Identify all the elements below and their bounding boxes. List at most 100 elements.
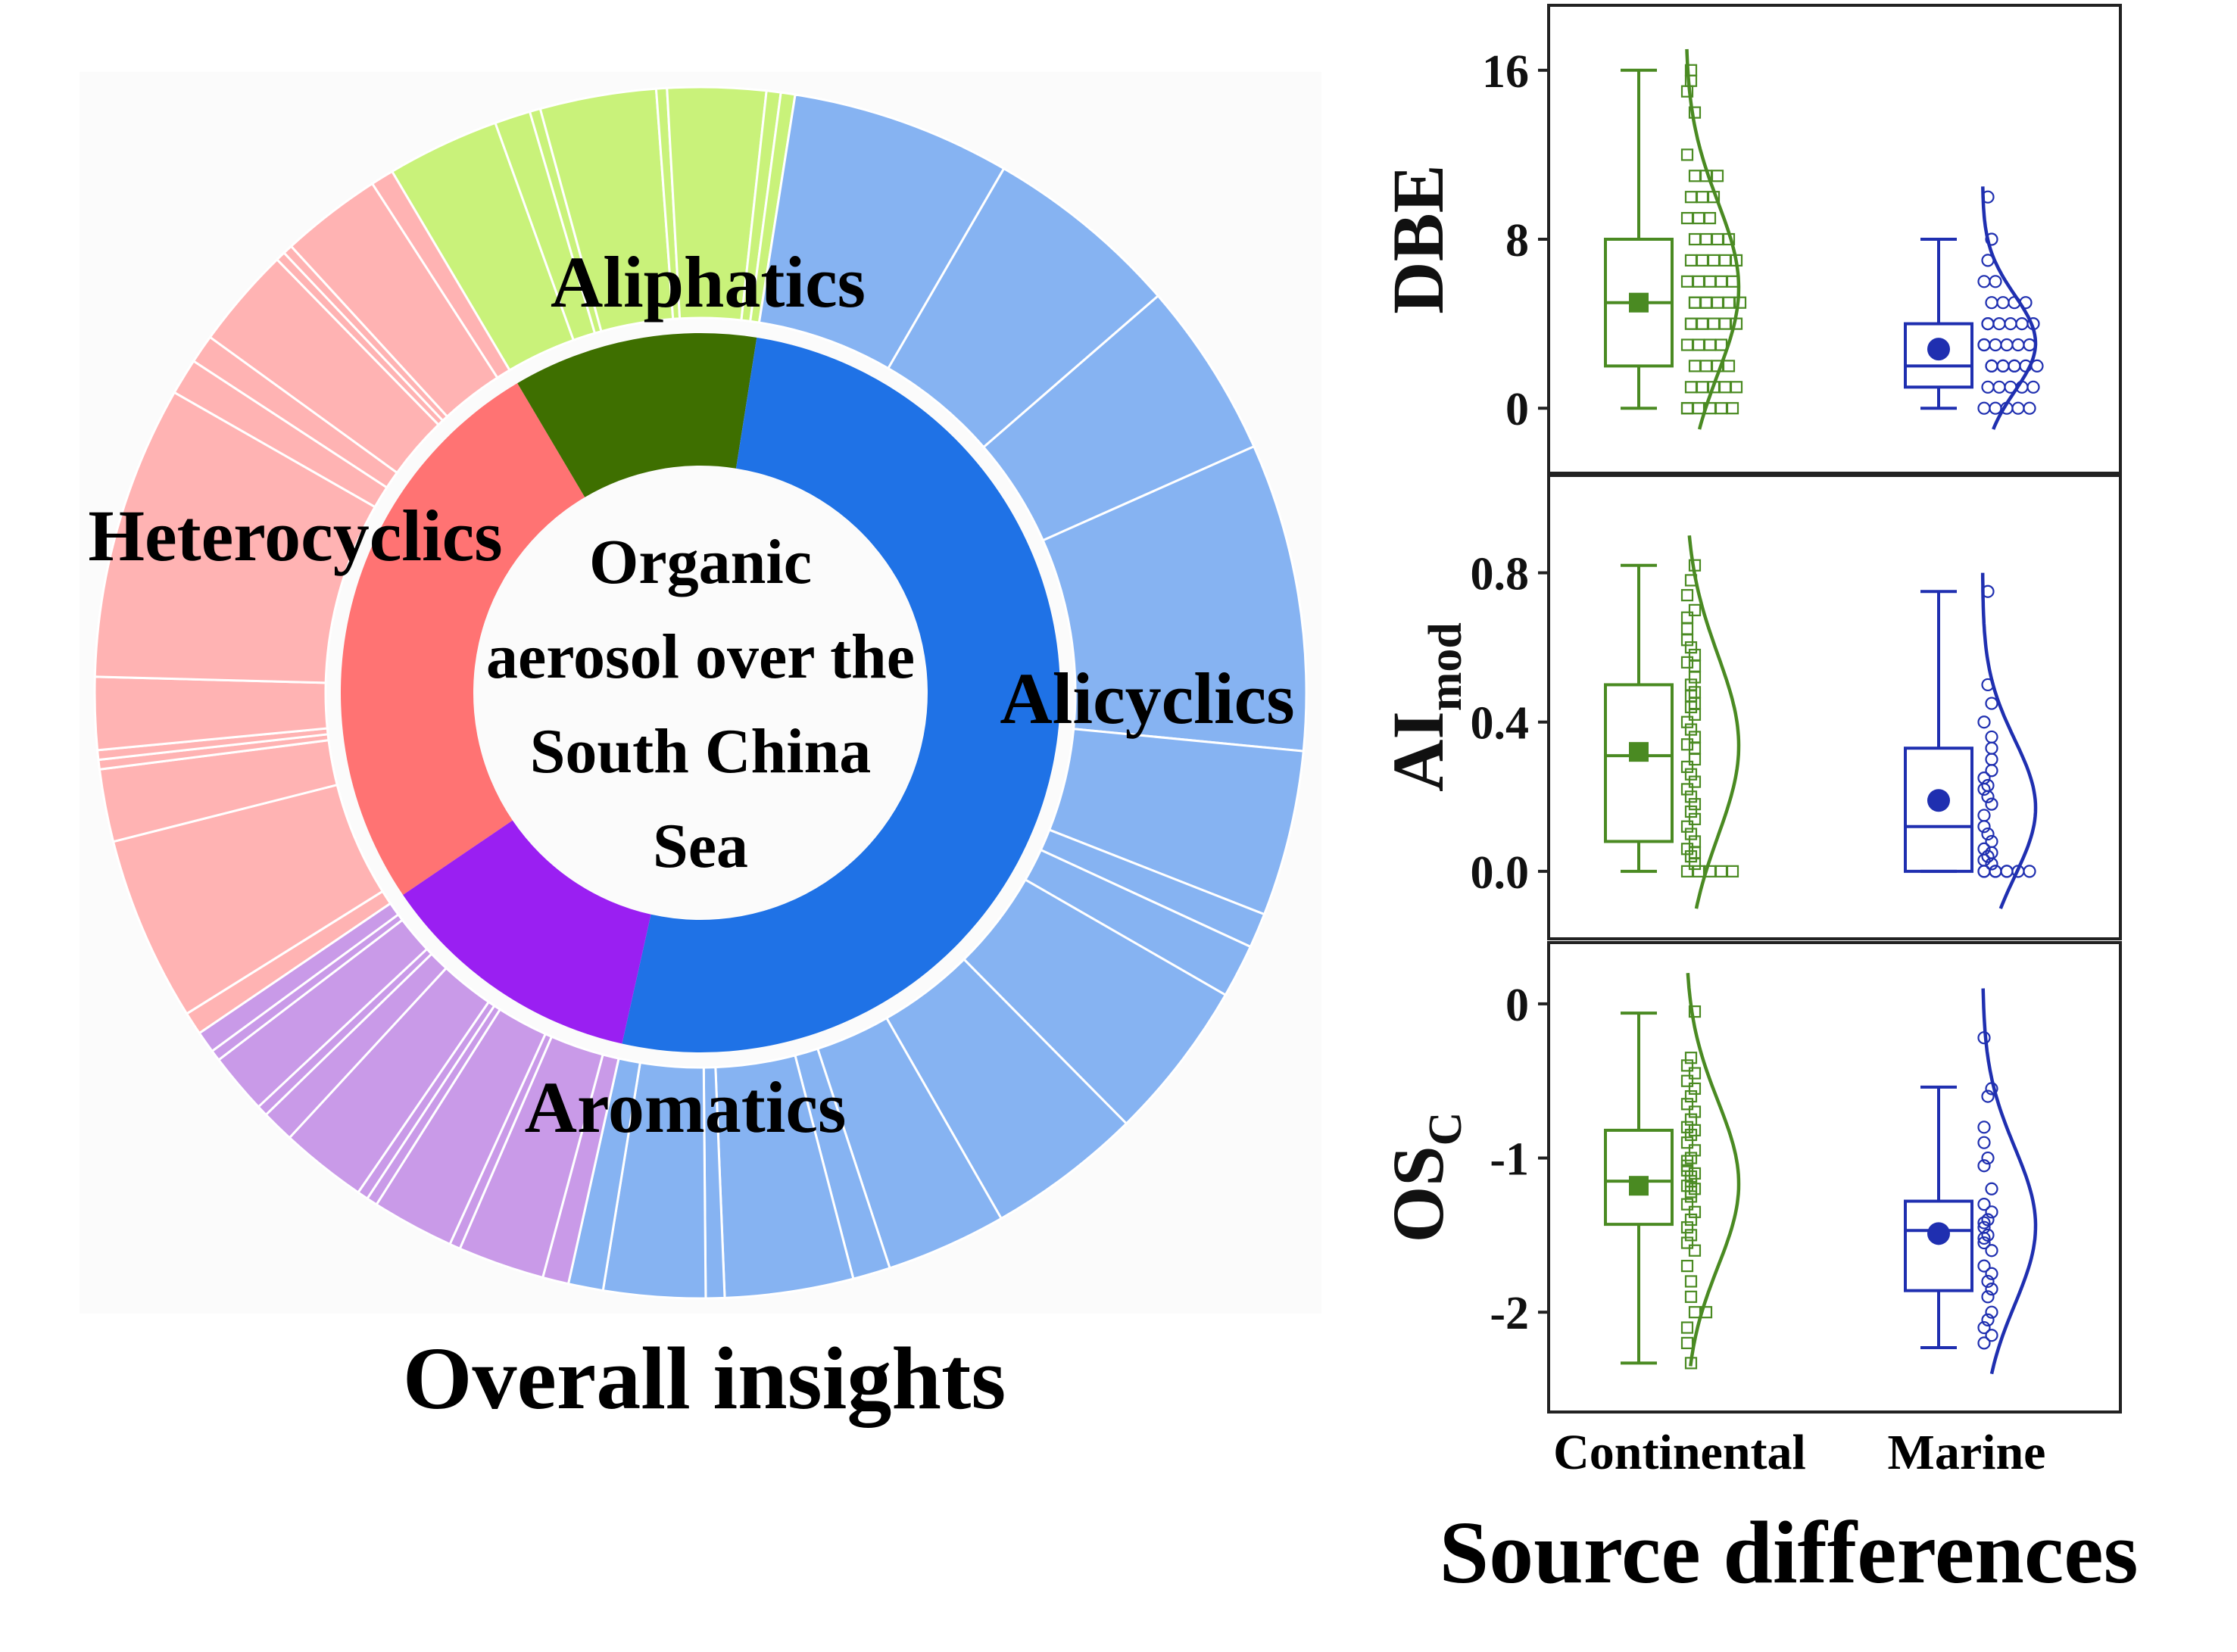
inner-segment-aliphatics bbox=[341, 383, 585, 895]
data-point bbox=[1684, 317, 1698, 330]
data-point bbox=[1977, 275, 1991, 288]
data-point bbox=[1684, 700, 1698, 714]
data-point bbox=[1718, 254, 1732, 267]
data-point bbox=[1992, 380, 2006, 394]
data-point bbox=[1692, 865, 1705, 877]
data-point bbox=[1985, 359, 1998, 372]
panel-frame-AImod bbox=[1547, 474, 2122, 940]
mean-marker bbox=[1629, 292, 1649, 313]
data-point bbox=[1977, 1336, 1991, 1350]
data-point bbox=[1688, 603, 1702, 616]
data-point bbox=[1680, 1236, 1694, 1249]
data-point bbox=[1985, 857, 1998, 871]
data-point bbox=[2000, 338, 2014, 352]
data-point bbox=[1977, 809, 1991, 822]
data-point bbox=[1981, 1089, 1995, 1103]
data-point bbox=[1692, 212, 1705, 225]
ylabel-DBE: DBE bbox=[1377, 164, 1459, 313]
data-point bbox=[1977, 338, 1991, 352]
data-point bbox=[1688, 742, 1702, 755]
data-point bbox=[1684, 678, 1698, 691]
data-point bbox=[1684, 1290, 1698, 1303]
xtick-continental: Continental bbox=[1553, 1425, 1806, 1480]
data-point bbox=[1718, 317, 1732, 330]
ytick-label: 0.4 bbox=[1471, 698, 1530, 750]
data-point bbox=[1688, 1105, 1702, 1118]
data-point bbox=[1981, 1213, 1995, 1227]
data-point bbox=[1696, 317, 1709, 330]
data-point bbox=[2015, 317, 2029, 331]
data-point bbox=[2000, 865, 2014, 878]
mean-marker bbox=[1927, 1222, 1950, 1245]
data-point bbox=[1688, 648, 1702, 662]
data-point bbox=[1680, 1121, 1694, 1133]
data-point bbox=[1977, 865, 1991, 878]
data-point bbox=[1696, 191, 1709, 204]
data-point bbox=[1684, 1190, 1698, 1203]
data-point bbox=[1684, 1113, 1698, 1126]
data-point bbox=[1688, 686, 1702, 699]
data-point bbox=[1688, 1205, 1702, 1218]
data-point bbox=[1722, 296, 1736, 309]
data-point bbox=[1722, 360, 1736, 372]
data-point bbox=[1688, 775, 1702, 788]
data-point bbox=[1692, 338, 1705, 351]
data-point bbox=[1680, 843, 1694, 856]
data-point bbox=[1985, 1267, 1998, 1280]
ytick-label: -1 bbox=[1490, 1134, 1529, 1186]
data-point bbox=[1680, 1198, 1694, 1211]
data-point bbox=[1680, 338, 1694, 351]
data-point bbox=[1684, 1275, 1698, 1288]
data-point bbox=[1985, 1283, 1998, 1296]
data-point bbox=[1688, 1167, 1702, 1180]
label-aromatics: Aromatics bbox=[525, 1067, 847, 1148]
data-point bbox=[1977, 820, 1991, 834]
data-point bbox=[1699, 296, 1713, 309]
ylabel-subscript: mod bbox=[1420, 622, 1471, 711]
data-point bbox=[1688, 296, 1702, 309]
data-point bbox=[1977, 1236, 1991, 1250]
data-point bbox=[1688, 1244, 1702, 1257]
data-point bbox=[1730, 381, 1743, 394]
data-point bbox=[1684, 1052, 1698, 1064]
data-point bbox=[1688, 296, 1702, 309]
data-point bbox=[1684, 1229, 1698, 1242]
data-point bbox=[1703, 212, 1717, 225]
ylabel-subscript: C bbox=[1420, 1112, 1471, 1146]
inner-segment-heterocyclics bbox=[403, 820, 651, 1044]
data-point bbox=[1985, 1244, 1998, 1258]
data-point bbox=[1711, 170, 1724, 182]
data-point bbox=[1680, 1336, 1694, 1350]
data-point bbox=[1707, 254, 1721, 267]
data-point bbox=[1684, 1213, 1698, 1227]
data-point bbox=[1688, 1144, 1702, 1157]
data-point bbox=[1696, 317, 1709, 330]
data-point bbox=[2011, 401, 2025, 415]
ylabel-OSc: OSC bbox=[1377, 1112, 1471, 1243]
data-point bbox=[1696, 254, 1709, 267]
data-point bbox=[1684, 191, 1698, 204]
data-point bbox=[1726, 275, 1739, 288]
center-line-1: Organic bbox=[589, 527, 812, 597]
data-point bbox=[1985, 232, 1998, 246]
box-marine bbox=[1904, 747, 1973, 873]
sunburst-chart bbox=[93, 86, 1308, 1300]
caption-overall-insights: Overall insights bbox=[403, 1329, 1006, 1428]
data-point bbox=[1699, 296, 1713, 309]
data-point bbox=[1680, 622, 1694, 635]
mean-marker bbox=[1629, 1176, 1649, 1196]
data-point bbox=[2011, 338, 2025, 352]
data-point bbox=[1981, 1290, 1995, 1304]
data-point bbox=[1981, 790, 1995, 803]
data-point bbox=[1684, 317, 1698, 330]
label-alicyclics: Alicyclics bbox=[1000, 658, 1294, 739]
data-point bbox=[1684, 1128, 1698, 1142]
data-point bbox=[1977, 715, 1991, 729]
category-labels: Aliphatics Alicyclics Aromatics Heterocy… bbox=[88, 242, 1294, 1148]
data-point bbox=[1703, 275, 1717, 288]
data-point bbox=[1680, 1059, 1694, 1072]
data-point bbox=[1707, 317, 1721, 330]
data-point bbox=[1684, 805, 1698, 818]
data-point bbox=[1688, 659, 1702, 672]
data-point bbox=[1684, 723, 1698, 736]
